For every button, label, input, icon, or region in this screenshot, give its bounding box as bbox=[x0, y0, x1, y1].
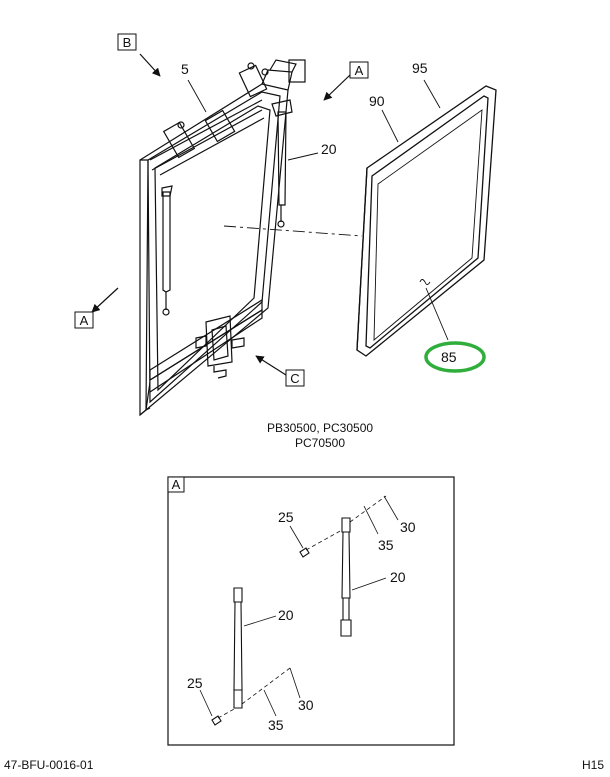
detail-callout-35-bottom: 35 bbox=[268, 717, 284, 733]
detail-callout-20-bottom: 20 bbox=[278, 607, 294, 623]
detail-strut-lower bbox=[211, 587, 291, 726]
view-label-c: C bbox=[285, 369, 305, 387]
callout-95: 95 bbox=[412, 60, 428, 76]
model-caption-line2: PC70500 bbox=[295, 436, 345, 450]
detail-leader-lines bbox=[199, 495, 399, 717]
view-label-a-top: A bbox=[349, 61, 369, 79]
view-arrows bbox=[91, 53, 351, 376]
detail-callout-30-top: 30 bbox=[400, 519, 416, 535]
detail-strut-upper bbox=[299, 495, 387, 637]
svg-text:A: A bbox=[355, 63, 364, 78]
detail-callout-30-bottom: 30 bbox=[298, 697, 314, 713]
detail-callout-25-bottom: 25 bbox=[187, 675, 203, 691]
svg-text:B: B bbox=[123, 35, 132, 50]
leader-lines bbox=[187, 79, 449, 341]
detail-a-box: A bbox=[167, 476, 455, 746]
detail-callout-25-top: 25 bbox=[278, 509, 294, 525]
page-code: H15 bbox=[581, 758, 604, 772]
drawing-id: 47-BFU-0016-01 bbox=[4, 758, 94, 772]
view-label-b: B bbox=[117, 33, 137, 51]
door-frame-assembly bbox=[139, 59, 363, 417]
model-caption-line1: PB30500, PC30500 bbox=[267, 421, 373, 435]
callout-90: 90 bbox=[369, 93, 385, 109]
callout-5: 5 bbox=[181, 61, 189, 77]
detail-callout-35-top: 35 bbox=[378, 537, 394, 553]
highlight-ellipse bbox=[424, 341, 486, 373]
detail-a-title: A bbox=[172, 477, 181, 492]
svg-text:A: A bbox=[80, 313, 89, 328]
svg-text:C: C bbox=[290, 371, 299, 386]
view-label-a-left: A bbox=[74, 311, 94, 329]
detail-callout-20-top: 20 bbox=[390, 569, 406, 585]
window-glass-panel bbox=[356, 85, 497, 357]
callout-20: 20 bbox=[321, 141, 337, 157]
callout-85: 85 bbox=[441, 349, 457, 365]
